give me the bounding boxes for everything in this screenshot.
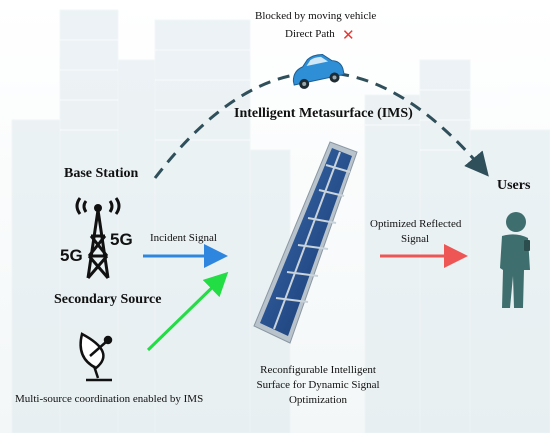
person-with-phone-icon [500,212,530,308]
tower-5g-left-label: 5G [60,246,83,265]
reflected-label-line1: Optimized Reflected [370,218,462,230]
reflected-label-line2: Signal [401,233,430,245]
satellite-dish-icon [79,332,113,382]
ims-title: Intelligent Metasurface (IMS) [234,106,413,121]
incident-signal-label: Incident Signal [150,232,217,244]
5g-tower-icon [75,197,121,279]
users-label: Users [497,178,531,193]
metasurface-panel [253,141,358,344]
secondary-signal-arrow [146,271,229,352]
surface-label-line3: Optimization [288,394,348,406]
red-x-icon: ✕ [342,26,355,44]
tower-5g-right-label: 5G [110,230,133,249]
surface-label-line2: Surface for Dynamic Signal [256,379,380,391]
surface-label-line1: Reconfigurable Intelligent [260,364,376,376]
multi-source-label: Multi-source coordination enabled by IMS [15,393,204,405]
secondary-source-label: Secondary Source [54,292,162,307]
car-icon [292,53,345,89]
blocked-label: Blocked by moving vehicle [255,10,377,22]
base-station-label: Base Station [64,166,139,181]
direct-path-label: Direct Path [285,28,335,40]
